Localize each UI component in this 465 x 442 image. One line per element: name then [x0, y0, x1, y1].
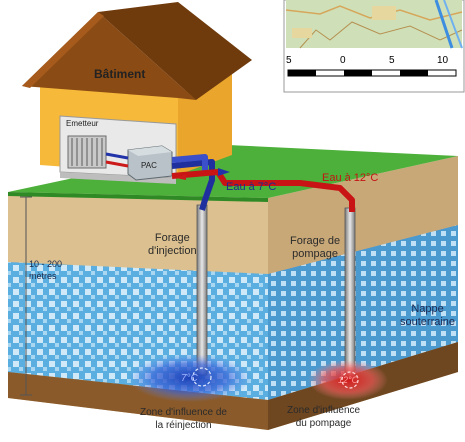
cold-zone-temperature: 7°C: [181, 373, 198, 384]
emitter-label: Emetteur: [66, 119, 99, 128]
map-scale-tick: 5: [286, 55, 292, 66]
grass-top: [8, 145, 458, 198]
heat-pump-label: PAC: [141, 161, 157, 170]
warm-flow-arrow-icon: [176, 174, 186, 180]
pumping-zone-label: Zone d'influence du pompage: [287, 405, 361, 429]
heat-pump-unit: [127, 145, 173, 181]
pumping-well-label: Forage de pompage: [290, 235, 341, 260]
map-scale-tick: 10: [437, 55, 449, 66]
aquifer-label: Nappe souterraine: [400, 303, 456, 328]
warm-zone-temperature: 12°C: [338, 375, 359, 385]
aquifer-side: [268, 225, 458, 400]
warm-water-label: Eau à 12°C: [322, 172, 379, 184]
pumping-influence-zone: [308, 360, 388, 400]
building-roof-side: [98, 2, 252, 100]
map-inset: [283, 0, 465, 93]
building-roof-front: [22, 12, 196, 100]
injection-well-pipe: [196, 204, 208, 376]
cold-flow-arrow-icon: [218, 168, 230, 176]
injection-well-label: Forage d'injection: [148, 232, 197, 257]
building-label: Bâtiment: [94, 67, 146, 81]
cold-water-label: Eau à 7°C: [226, 181, 277, 193]
radiator-icon: [67, 135, 107, 169]
cold-water-pipe: [171, 159, 215, 211]
pumping-well-pipe: [344, 207, 356, 381]
depth-label: 10 - 200 mètres: [29, 259, 63, 281]
bedrock-front: [8, 372, 268, 430]
map-scale-tick: 0: [340, 55, 346, 66]
map-scale-tick: 5: [389, 55, 395, 66]
injection-zone-label: Zone d'influence de la réinjection: [140, 407, 227, 431]
injection-influence-zone: [128, 354, 252, 402]
